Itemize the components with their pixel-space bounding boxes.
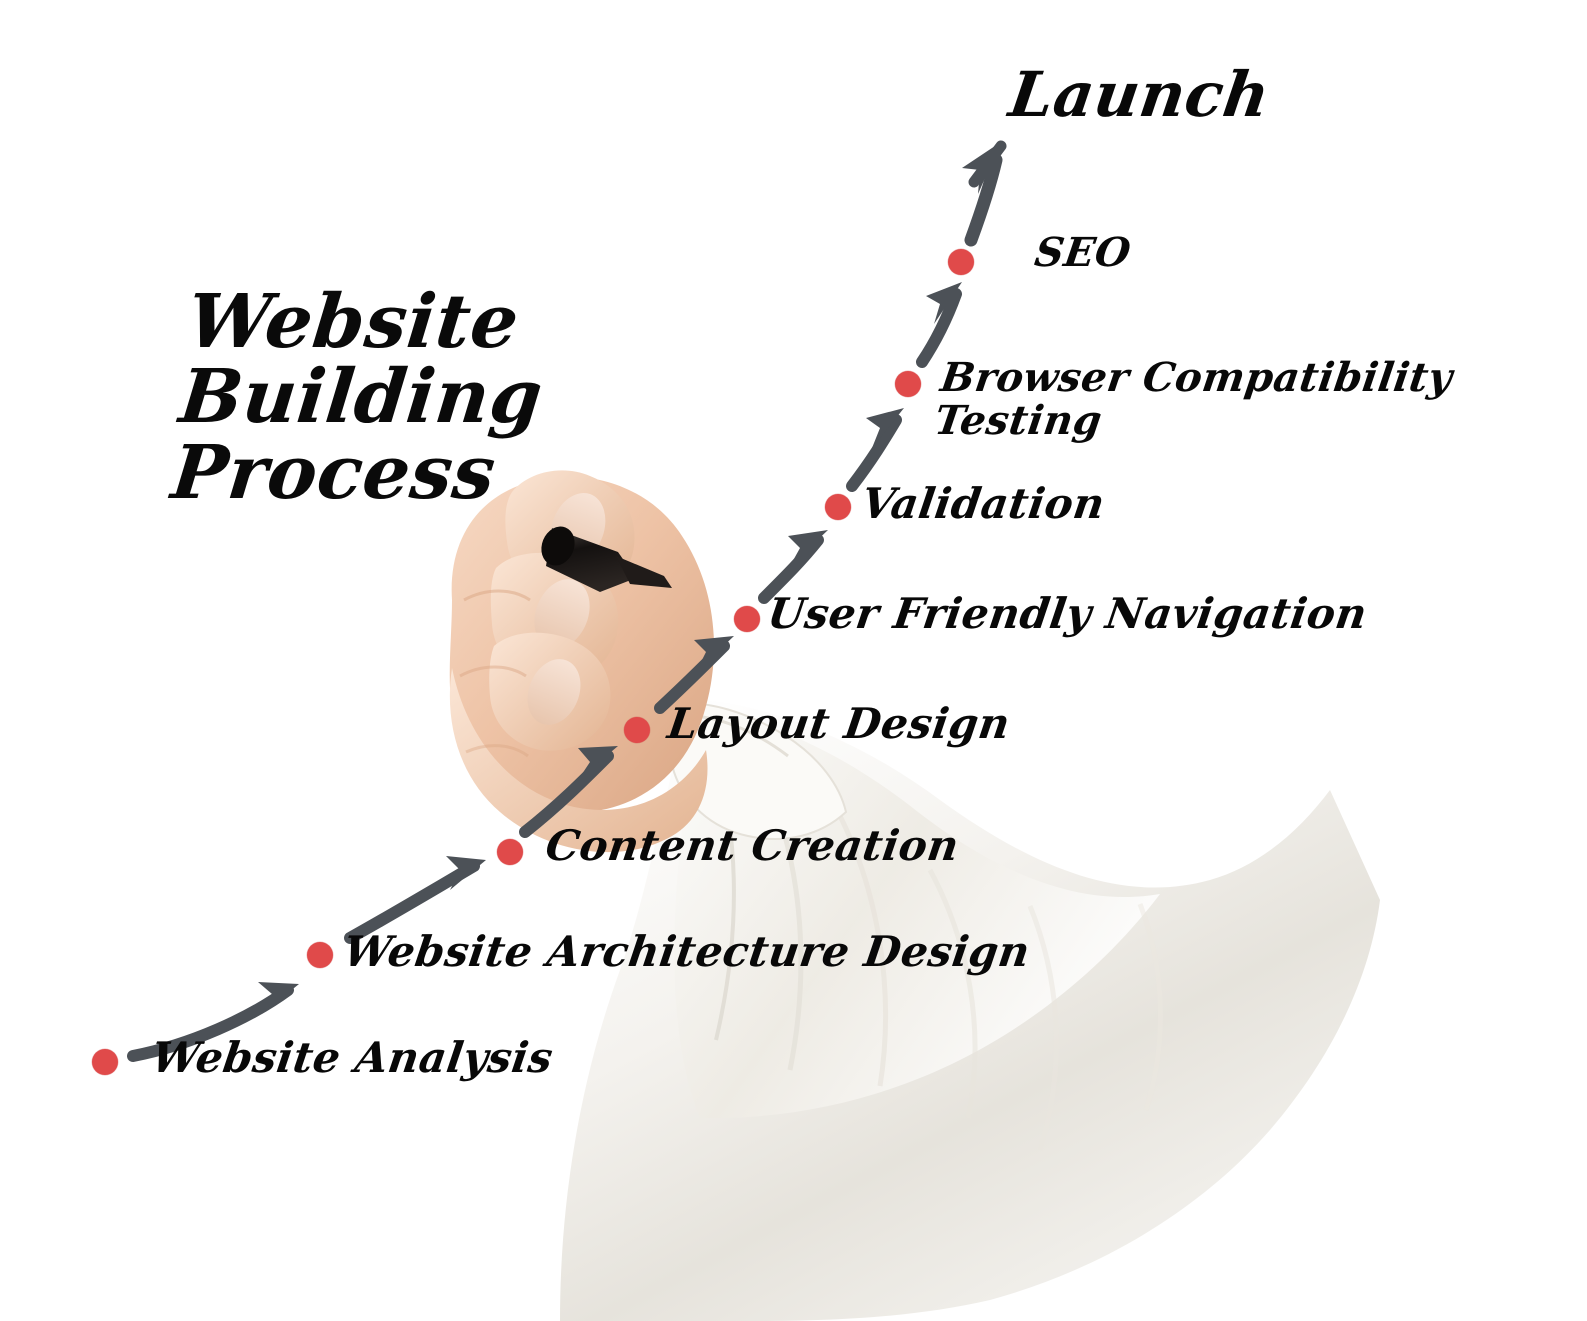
step-label-user-friendly-navigation: User Friendly Navigation [764,589,1371,638]
step-dot-1[interactable] [92,1049,118,1075]
step-label-website-architecture-design: Website Architecture Design [340,927,1034,976]
step-label-seo: SEO [1031,229,1134,276]
step-label-browser-compatibility-testing: Browser Compatibility Testing [931,354,1456,445]
step-dot-8[interactable] [948,249,974,275]
step-label-layout-design: Layout Design [664,699,1014,748]
step-dot-3[interactable] [497,839,523,865]
step-dot-7[interactable] [895,371,921,397]
step-label-content-creation: Content Creation [542,821,963,870]
step-dot-2[interactable] [307,942,333,968]
step-dot-6[interactable] [825,494,851,520]
label-launch: Launch [1004,58,1275,131]
step-dot-5[interactable] [734,606,760,632]
step-dot-4[interactable] [624,717,650,743]
page-title: Website Building Process [167,279,547,516]
step-label-validation: Validation [858,479,1108,528]
step-label-website-analysis: Website Analysis [148,1033,557,1082]
